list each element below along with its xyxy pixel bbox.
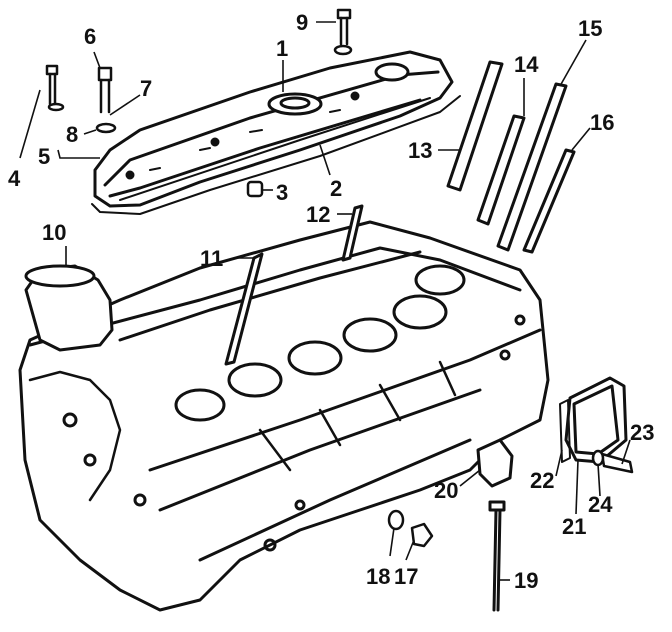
callout-23: 23 (630, 420, 654, 445)
callout-8: 8 (66, 122, 78, 147)
callout-1: 1 (276, 36, 288, 61)
callout-21: 21 (562, 514, 586, 539)
callout-24: 24 (588, 492, 613, 517)
pushrod-15 (496, 82, 568, 252)
callout-2: 2 (330, 176, 342, 201)
drain-washer (387, 509, 405, 531)
pushrod-14 (476, 114, 526, 226)
pushrod-16 (522, 148, 576, 254)
callout-10: 10 (42, 220, 66, 245)
callout-22: 22 (530, 468, 554, 493)
cover-stud (95, 66, 117, 134)
callout-16: 16 (590, 110, 614, 135)
callout-9: 9 (296, 10, 308, 35)
valve-cover-gasket (91, 95, 461, 215)
callout-labels: 1 2 3 4 5 6 7 8 9 10 11 12 13 14 15 16 1… (8, 10, 654, 593)
side-cover-bolt (591, 449, 634, 474)
cover-bolt-left (45, 64, 65, 112)
callout-14: 14 (514, 52, 539, 77)
side-cover-gasket (559, 399, 571, 463)
callout-19: 19 (514, 568, 538, 593)
callout-12: 12 (306, 202, 330, 227)
leader-lines (19, 21, 631, 581)
head-bolt-12 (341, 204, 364, 262)
callout-7: 7 (140, 76, 152, 101)
callout-13: 13 (408, 138, 432, 163)
callout-6: 6 (84, 24, 96, 49)
drain-plug (410, 522, 434, 548)
callout-4: 4 (8, 166, 21, 191)
valve-cover (93, 50, 454, 208)
callout-5: 5 (38, 144, 50, 169)
pushrod-13 (446, 60, 504, 192)
callout-15: 15 (578, 16, 602, 41)
oil-filter-adapter (476, 438, 514, 488)
engine-block (18, 220, 550, 612)
head-bolt-11 (224, 252, 264, 366)
callout-11: 11 (200, 246, 223, 271)
callout-20: 20 (434, 478, 458, 503)
grommet (246, 180, 264, 198)
cover-bolt-top (333, 8, 353, 56)
callout-3: 3 (276, 180, 288, 205)
callout-18: 18 (366, 564, 390, 589)
intake-tube (24, 264, 114, 352)
callout-17: 17 (394, 564, 418, 589)
side-cover (564, 376, 628, 464)
dipstick (488, 500, 506, 612)
